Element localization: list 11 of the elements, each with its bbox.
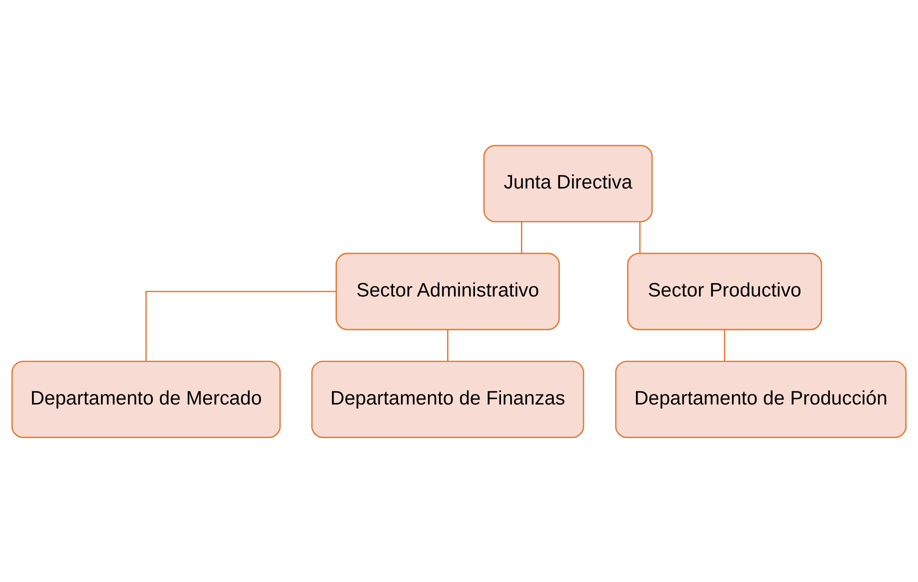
connector [447, 329, 448, 361]
connector [520, 221, 522, 253]
node-box: Departamento de Mercado [11, 360, 281, 438]
connector [145, 290, 336, 361]
node-box: Junta Directiva [483, 144, 653, 222]
connector [724, 329, 726, 361]
node-box: Sector Administrativo [336, 252, 560, 330]
node-box: Sector Productivo [627, 252, 822, 330]
connector [639, 221, 641, 253]
node-box: Departamento de Producción [615, 360, 907, 438]
node-box: Departamento de Finanzas [311, 360, 584, 438]
